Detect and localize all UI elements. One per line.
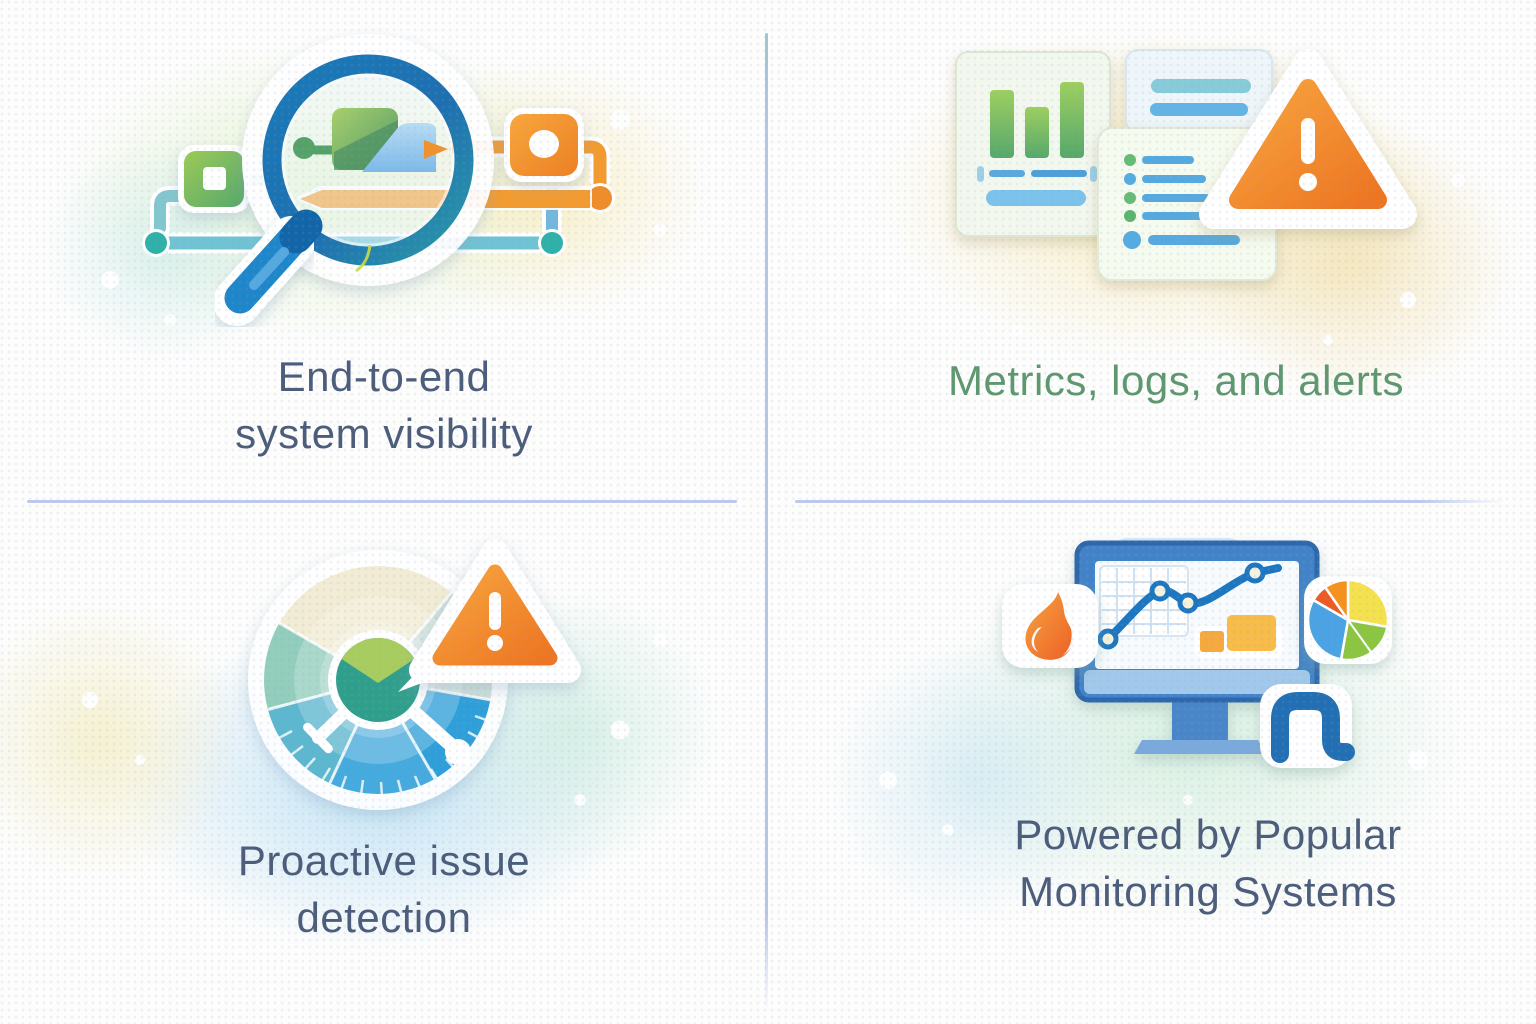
flame-icon bbox=[1002, 584, 1098, 668]
orange-service-node-icon bbox=[504, 108, 584, 182]
panel-metrics-logs-alerts: Metrics, logs, and alerts bbox=[768, 0, 1536, 500]
panel-end-to-end-visibility: End-to-end system visibility bbox=[0, 0, 768, 500]
monitoring-systems-illustration bbox=[1002, 538, 1392, 768]
panel-powered-by-monitoring: Powered by Popular Monitoring Systems bbox=[768, 500, 1536, 1024]
panel-proactive-issue-detection: Proactive issue detection bbox=[0, 500, 768, 1024]
n-logo-icon bbox=[1260, 684, 1355, 768]
horizontal-divider-right bbox=[795, 500, 1505, 503]
bar-chart-card bbox=[955, 51, 1111, 237]
panel-title: End-to-end system visibility bbox=[0, 348, 768, 462]
green-service-node-icon bbox=[178, 145, 250, 213]
message-card bbox=[1125, 49, 1273, 133]
panel-title: Proactive issue detection bbox=[0, 832, 768, 946]
panel-title-line: Metrics, logs, and alerts bbox=[947, 357, 1404, 404]
panel-title-line: system visibility bbox=[235, 410, 533, 457]
panel-title-line: Proactive issue bbox=[237, 837, 531, 884]
system-visibility-illustration bbox=[142, 34, 615, 326]
panel-title-line: End-to-end bbox=[277, 353, 491, 400]
panel-title-line: detection bbox=[296, 894, 472, 941]
panel-title: Metrics, logs, and alerts bbox=[792, 352, 1536, 409]
horizontal-divider-left bbox=[27, 500, 737, 503]
pie-chart-icon bbox=[1304, 576, 1392, 664]
magnifier-icon bbox=[213, 34, 494, 326]
panel-title-line: Monitoring Systems bbox=[1019, 868, 1397, 915]
metrics-logs-alerts-illustration bbox=[955, 49, 1417, 281]
panel-title-line: Powered by Popular bbox=[1014, 811, 1402, 858]
panel-title: Powered by Popular Monitoring Systems bbox=[824, 806, 1536, 920]
proactive-detection-illustration bbox=[248, 539, 581, 810]
